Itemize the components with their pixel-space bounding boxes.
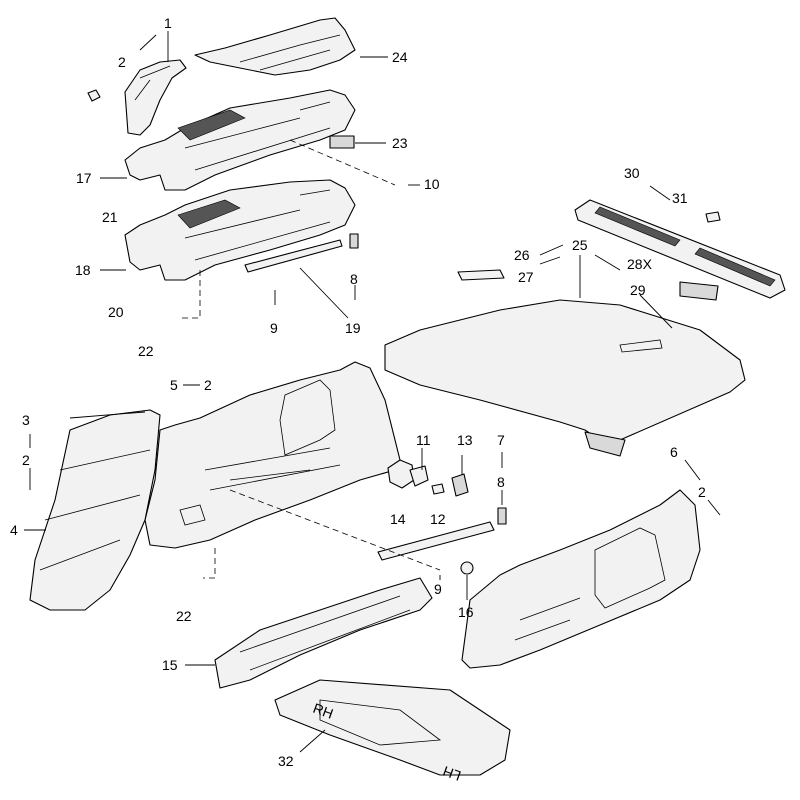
callout-29: 29 (630, 282, 646, 298)
lower-quarter-trim-panel (124, 179, 359, 281)
callout-2-upper: 2 (118, 54, 126, 70)
callout-8-upper: 8 (350, 271, 358, 287)
callout-2-left: 2 (22, 452, 30, 468)
upper-quarter-trim-panel (124, 89, 356, 191)
callout-2-right: 2 (698, 484, 706, 500)
sill-rail (377, 507, 507, 561)
callout-19: 19 (345, 320, 361, 336)
mat-lh-label: LH (441, 763, 463, 784)
callout-10: 10 (424, 176, 440, 192)
callout-14: 14 (390, 511, 406, 527)
cargo-cover (384, 269, 746, 457)
leader-lines (24, 31, 721, 753)
left-pillar-trim (29, 409, 161, 611)
callout-26: 26 (514, 247, 530, 263)
callout-6: 6 (670, 444, 678, 460)
callout-28x: 28X (627, 256, 653, 272)
callout-3: 3 (22, 412, 30, 428)
callout-17: 17 (76, 170, 92, 186)
right-quarter-trim (460, 489, 701, 669)
upper-pillar-trim (87, 59, 187, 136)
callout-labels: 1 2 24 23 17 10 21 18 20 8 9 19 22 30 31… (10, 15, 706, 769)
callout-22-upper: 22 (138, 343, 154, 359)
callout-31: 31 (672, 190, 688, 206)
callout-2-mid: 2 (204, 377, 212, 393)
callout-13: 13 (457, 432, 473, 448)
callout-24: 24 (392, 49, 408, 65)
callout-20: 20 (108, 304, 124, 320)
rear-cover-rail (574, 199, 786, 301)
callout-4: 4 (10, 522, 18, 538)
callout-30: 30 (624, 165, 640, 181)
mat-rh-label: RH (311, 700, 335, 722)
callout-21: 21 (102, 209, 118, 225)
callout-7: 7 (497, 432, 505, 448)
callout-16: 16 (458, 604, 474, 620)
callout-9-lower: 9 (434, 581, 442, 597)
upper-trim-strip (194, 17, 356, 76)
callout-22-lower: 22 (176, 608, 192, 624)
callout-12: 12 (430, 511, 446, 527)
callout-32: 32 (278, 753, 294, 769)
callout-1: 1 (164, 15, 172, 31)
floor-mat: RH LH (274, 679, 511, 784)
callout-25: 25 (572, 237, 588, 253)
callout-23: 23 (392, 135, 408, 151)
callout-15: 15 (162, 657, 178, 673)
callout-9-upper: 9 (270, 320, 278, 336)
callout-27: 27 (518, 269, 534, 285)
sill-reinforcement (214, 577, 433, 689)
callout-5: 5 (170, 377, 178, 393)
callout-11: 11 (416, 432, 431, 448)
callout-18: 18 (75, 262, 91, 278)
storage-hardware (387, 459, 469, 497)
callout-8-lower: 8 (497, 474, 505, 490)
left-quarter-trim (144, 361, 401, 549)
